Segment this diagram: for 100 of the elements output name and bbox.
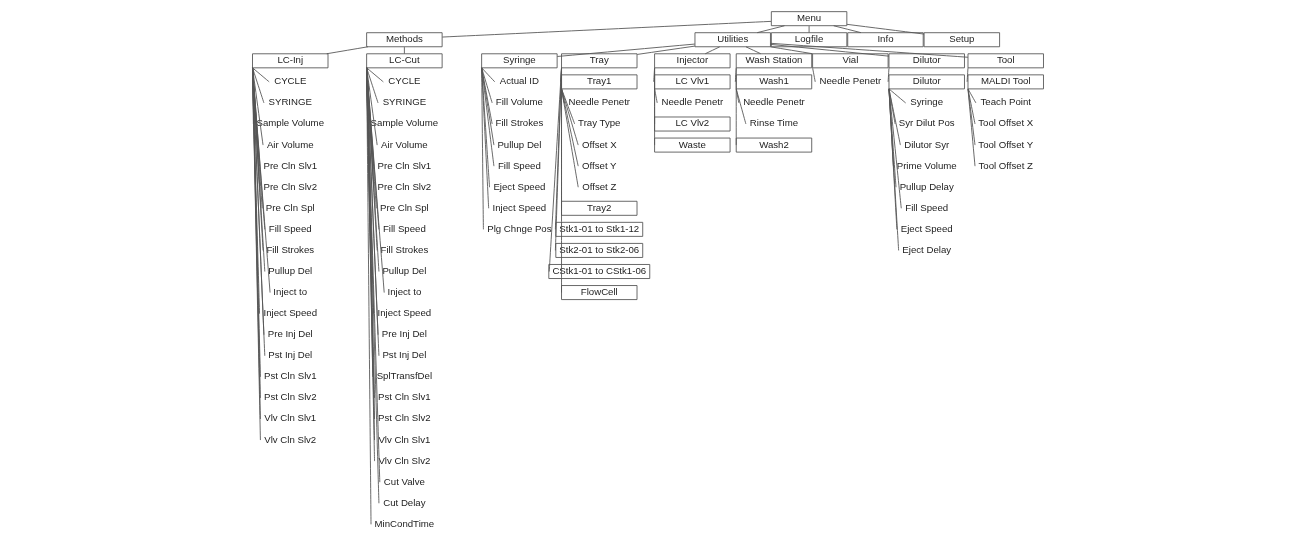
connector xyxy=(480,67,493,104)
node-text: Pre Cln Slv1 xyxy=(377,159,431,171)
node-text: Fill Strokes xyxy=(265,243,314,255)
node-text: Needle Penetr xyxy=(819,75,881,87)
node-box: MALDI Tool xyxy=(967,74,1044,90)
connector xyxy=(480,67,494,167)
node-text: Pst Cln Slv1 xyxy=(263,370,317,382)
node-text: Tool Offset X xyxy=(977,117,1033,129)
node-text: SplTransfDel xyxy=(376,370,432,382)
connector xyxy=(769,42,968,58)
connector xyxy=(251,67,265,272)
node-text: Sample Volume xyxy=(256,117,324,129)
node-text: Needle Penetr xyxy=(742,96,805,108)
node-text: Sample Volume xyxy=(370,117,438,129)
node-text: Needle Penetr xyxy=(661,96,723,108)
node-text: Cut Delay xyxy=(382,496,426,508)
node-box: Tool xyxy=(967,53,1044,69)
node-box: Wash1 xyxy=(735,74,812,90)
node-text: Pullup Del xyxy=(267,264,312,276)
node-text: Teach Point xyxy=(980,96,1031,108)
node-text: Fill Speed xyxy=(268,222,312,234)
connector xyxy=(365,67,371,525)
node-text: Pre Cln Slv2 xyxy=(262,180,317,192)
node-box: Stk2-01 to Stk2-06 xyxy=(554,242,643,258)
node-box: Tray xyxy=(560,53,637,69)
node-box: Tray1 xyxy=(560,74,637,90)
connector xyxy=(556,43,695,57)
node-box: Methods xyxy=(365,32,443,48)
connector xyxy=(251,67,263,251)
node-box: LC-Cut xyxy=(365,53,443,69)
connector xyxy=(365,67,378,104)
connector xyxy=(887,67,889,83)
node-text: Pst Inj Del xyxy=(381,349,426,361)
node-box: Wash2 xyxy=(735,137,812,153)
node-text: Vlv Cln Slv2 xyxy=(377,454,430,466)
connector xyxy=(365,67,378,146)
node-text: Offset Z xyxy=(581,180,616,192)
connector xyxy=(967,88,975,146)
node-text: Pst Cln Slv1 xyxy=(377,391,431,403)
connector xyxy=(365,67,385,293)
node-text: Pre Cln Spl xyxy=(265,201,315,213)
node-text: Inject to xyxy=(272,286,307,298)
node-text: Fill Speed xyxy=(382,222,426,234)
connector xyxy=(480,67,495,83)
node-text: Vlv Cln Slv1 xyxy=(263,412,316,424)
connector xyxy=(441,20,771,38)
node-text: Tool Offset Y xyxy=(977,138,1033,150)
connector xyxy=(251,67,270,83)
connector xyxy=(734,67,737,83)
node-box: Dilutor xyxy=(888,74,965,90)
connector xyxy=(845,23,924,35)
connector xyxy=(756,25,785,34)
node-text: CYCLE xyxy=(387,75,420,87)
node-text: Fill Strokes xyxy=(380,243,428,255)
connector xyxy=(365,67,379,272)
connector xyxy=(888,88,906,104)
connector xyxy=(403,46,405,55)
node-text: Offset X xyxy=(581,138,617,150)
node-text: Fill Volume xyxy=(495,96,543,108)
connector xyxy=(769,46,813,55)
node-text: SYRINGE xyxy=(268,96,312,108)
node-text: Pre Inj Del xyxy=(267,328,313,340)
node-box: FlowCell xyxy=(560,285,637,301)
node-box: Vial xyxy=(811,53,889,69)
node-text: Syringe xyxy=(909,96,943,108)
node-box: Injector xyxy=(653,53,731,69)
node-text: Tray Type xyxy=(577,117,620,129)
node-box: Logfile xyxy=(770,32,847,48)
node-text: Eject Speed xyxy=(900,222,953,234)
connector xyxy=(704,46,720,55)
node-box: Menu xyxy=(770,11,847,27)
node-text: Eject Speed xyxy=(492,180,545,192)
node-box: Dilutor xyxy=(888,53,965,69)
node-text: Pre Cln Spl xyxy=(379,201,429,213)
connector xyxy=(966,67,968,83)
connector xyxy=(967,88,975,167)
node-text: Air Volume xyxy=(380,138,428,150)
node-text: Fill Speed xyxy=(497,159,541,171)
connector xyxy=(365,67,379,230)
node-text: Offset Y xyxy=(581,159,617,171)
node-text: Pre Cln Slv1 xyxy=(262,159,317,171)
connector xyxy=(653,88,658,104)
node-box: Setup xyxy=(923,32,1000,48)
node-box: LC Vlv1 xyxy=(653,74,731,90)
node-text: Fill Strokes xyxy=(495,117,543,129)
node-text: Pre Inj Del xyxy=(381,328,427,340)
node-text: CYCLE xyxy=(273,75,306,87)
connector xyxy=(967,88,975,125)
node-box: Wash Station xyxy=(735,53,812,69)
node-text: Plg Chnge Pos xyxy=(486,222,552,234)
connector xyxy=(832,25,861,34)
node-text: Actual ID xyxy=(499,75,539,87)
node-text: Cut Valve xyxy=(383,475,425,487)
connector xyxy=(808,25,810,34)
connector xyxy=(251,67,270,293)
node-text: Pst Cln Slv2 xyxy=(263,391,317,403)
node-text: Tool Offset Z xyxy=(978,159,1033,171)
node-text: Inject Speed xyxy=(377,307,431,319)
connector xyxy=(888,88,899,251)
node-box: Syringe xyxy=(480,53,558,69)
